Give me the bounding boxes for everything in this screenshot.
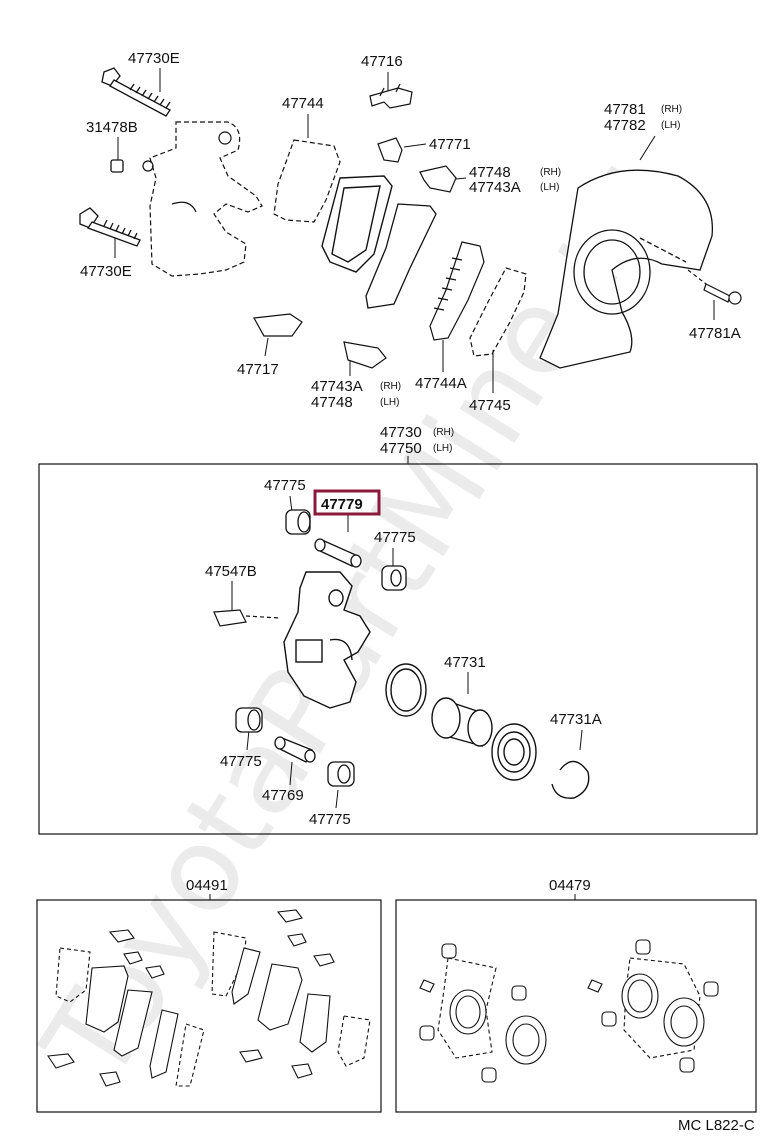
boot-icon[interactable] (381, 565, 407, 591)
part-label[interactable]: 47716 (361, 53, 403, 70)
part-label[interactable]: 47775 (309, 811, 351, 828)
leader-lines-top (114, 68, 715, 464)
part-label-highlighted[interactable]: 47779 (321, 496, 363, 513)
bolt-icon[interactable] (79, 207, 141, 247)
part-label[interactable]: 47775 (220, 753, 262, 770)
part-label[interactable]: 47781A (689, 325, 741, 342)
part-label[interactable]: 47769 (262, 787, 304, 804)
part-label[interactable]: 47775 (264, 477, 306, 494)
side-lh: (LH) (380, 397, 399, 408)
kit-label[interactable]: 04491 (186, 877, 228, 894)
part-label[interactable]: 47744 (282, 95, 324, 112)
part-label[interactable]: 47745 (469, 397, 511, 414)
part-label[interactable]: 47743A (469, 179, 521, 196)
part-label[interactable]: 47775 (374, 529, 416, 546)
clip-icon[interactable] (253, 313, 303, 337)
part-label[interactable]: 47750 (380, 440, 422, 457)
slide-pin-icon[interactable] (314, 538, 362, 568)
caliper-bracket-icon[interactable] (142, 121, 263, 277)
pad-kit-frame (36, 899, 382, 1113)
anti-squeal-shim-icon[interactable] (429, 241, 485, 341)
leader-lines-caliper (231, 495, 583, 809)
boot-icon[interactable] (285, 509, 311, 535)
dust-shield-icon[interactable] (539, 169, 714, 369)
part-label[interactable]: 47731A (550, 711, 602, 728)
side-rh: (RH) (380, 381, 401, 392)
part-label[interactable]: 31478B (86, 119, 138, 136)
part-label[interactable]: 47717 (237, 361, 279, 378)
anti-squeal-shim-icon[interactable] (469, 267, 527, 357)
side-rh: (RH) (433, 427, 454, 438)
part-label[interactable]: 47731 (444, 654, 486, 671)
clip-icon[interactable] (343, 341, 387, 369)
part-label[interactable]: 47730 (380, 424, 422, 441)
brake-pad-icon[interactable] (321, 175, 393, 273)
part-label[interactable]: 47730E (80, 263, 132, 280)
side-rh: (RH) (540, 167, 561, 178)
part-label[interactable]: 47547B (205, 563, 257, 580)
pad-kit-parts-icon[interactable] (47, 909, 371, 1087)
caliper-body-icon[interactable] (283, 571, 371, 709)
side-lh: (LH) (661, 120, 680, 131)
part-label[interactable]: 47782 (604, 117, 646, 134)
part-label[interactable]: 47748 (469, 164, 511, 181)
bushing-icon[interactable] (110, 159, 124, 173)
piston-seal-icon[interactable] (385, 663, 427, 717)
caliper-labels: 47775 47779 47775 47547B 47731 47731A 47… (205, 477, 602, 828)
set-ring-icon[interactable] (551, 760, 590, 799)
clip-icon[interactable] (377, 137, 403, 163)
cylinder-boot-icon[interactable] (491, 723, 537, 781)
bolt-icon[interactable] (687, 269, 742, 305)
side-lh: (LH) (433, 443, 452, 454)
part-label[interactable]: 47748 (311, 394, 353, 411)
piston-icon[interactable] (431, 697, 493, 747)
caliper-assembly-frame (38, 463, 758, 835)
boot-icon[interactable] (235, 707, 263, 733)
part-label[interactable]: 47743A (311, 378, 363, 395)
brake-pad-icon[interactable] (365, 203, 437, 309)
diagram-code: MC L822-C (678, 1117, 755, 1134)
part-label[interactable]: 47771 (429, 136, 471, 153)
seal-kit-parts-icon[interactable] (419, 939, 719, 1083)
side-rh: (RH) (661, 104, 682, 115)
boot-icon[interactable] (327, 761, 355, 787)
clip-icon[interactable] (419, 165, 457, 193)
part-label[interactable]: 47781 (604, 101, 646, 118)
kit-label[interactable]: 04479 (549, 877, 591, 894)
leader-lines-kits (209, 894, 576, 900)
seal-kit-frame (395, 899, 757, 1113)
part-label[interactable]: 47730E (128, 50, 180, 67)
slide-pin-icon[interactable] (274, 736, 316, 763)
clip-icon[interactable] (369, 83, 413, 109)
side-lh: (LH) (540, 182, 559, 193)
anti-squeal-shim-icon[interactable] (273, 139, 341, 223)
bolt-icon[interactable] (101, 67, 171, 117)
highlight-box (313, 489, 381, 516)
top-labels: 47730E 31478B 47730E 47744 47716 47771 4… (80, 50, 741, 457)
part-label[interactable]: 47744A (415, 375, 467, 392)
bleeder-plug-icon[interactable] (213, 609, 281, 627)
kit-labels: 04491 04479 (186, 877, 591, 894)
